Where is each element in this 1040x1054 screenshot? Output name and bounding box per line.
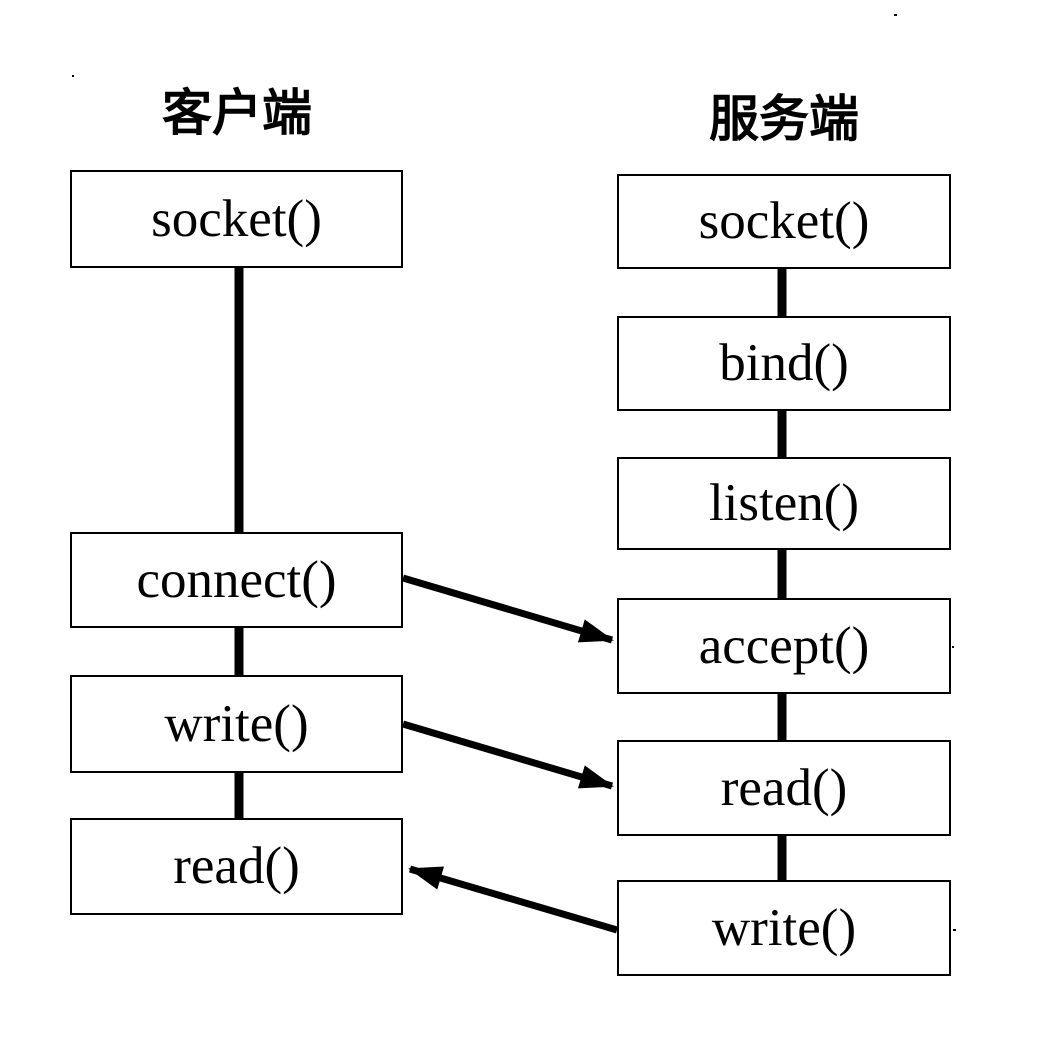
arrow-serverwrite-to-clientread xyxy=(408,865,618,934)
client-socket-box: socket() xyxy=(70,170,403,268)
scan-speck xyxy=(952,646,954,648)
server-socket-box: socket() xyxy=(617,174,951,269)
client-connect-box: connect() xyxy=(70,532,403,628)
server-write-box: write() xyxy=(617,880,951,976)
server-accept-box: accept() xyxy=(617,598,951,694)
scan-speck xyxy=(894,14,897,16)
server-socket-label: socket() xyxy=(698,192,870,250)
client-column-title: 客户端 xyxy=(162,85,312,141)
server-column-title: 服务端 xyxy=(709,91,859,147)
scan-speck xyxy=(953,929,956,931)
client-connect-label: connect() xyxy=(136,550,337,609)
client-write-box: write() xyxy=(70,675,403,773)
server-read-box: read() xyxy=(617,740,951,836)
server-bind-label: bind() xyxy=(719,334,849,392)
server-bind-box: bind() xyxy=(617,316,951,411)
server-write-label: write() xyxy=(711,898,857,957)
client-read-box: read() xyxy=(70,818,403,915)
server-listen-box: listen() xyxy=(617,457,951,550)
server-accept-label: accept() xyxy=(698,616,870,675)
scan-speck xyxy=(72,75,74,77)
client-read-label: read() xyxy=(173,837,300,895)
server-listen-label: listen() xyxy=(708,474,860,532)
server-read-label: read() xyxy=(720,758,848,817)
client-write-label: write() xyxy=(164,694,309,753)
client-socket-label: socket() xyxy=(151,189,322,248)
arrow-connect-to-accept xyxy=(402,574,614,644)
arrow-write-to-read xyxy=(402,720,614,790)
